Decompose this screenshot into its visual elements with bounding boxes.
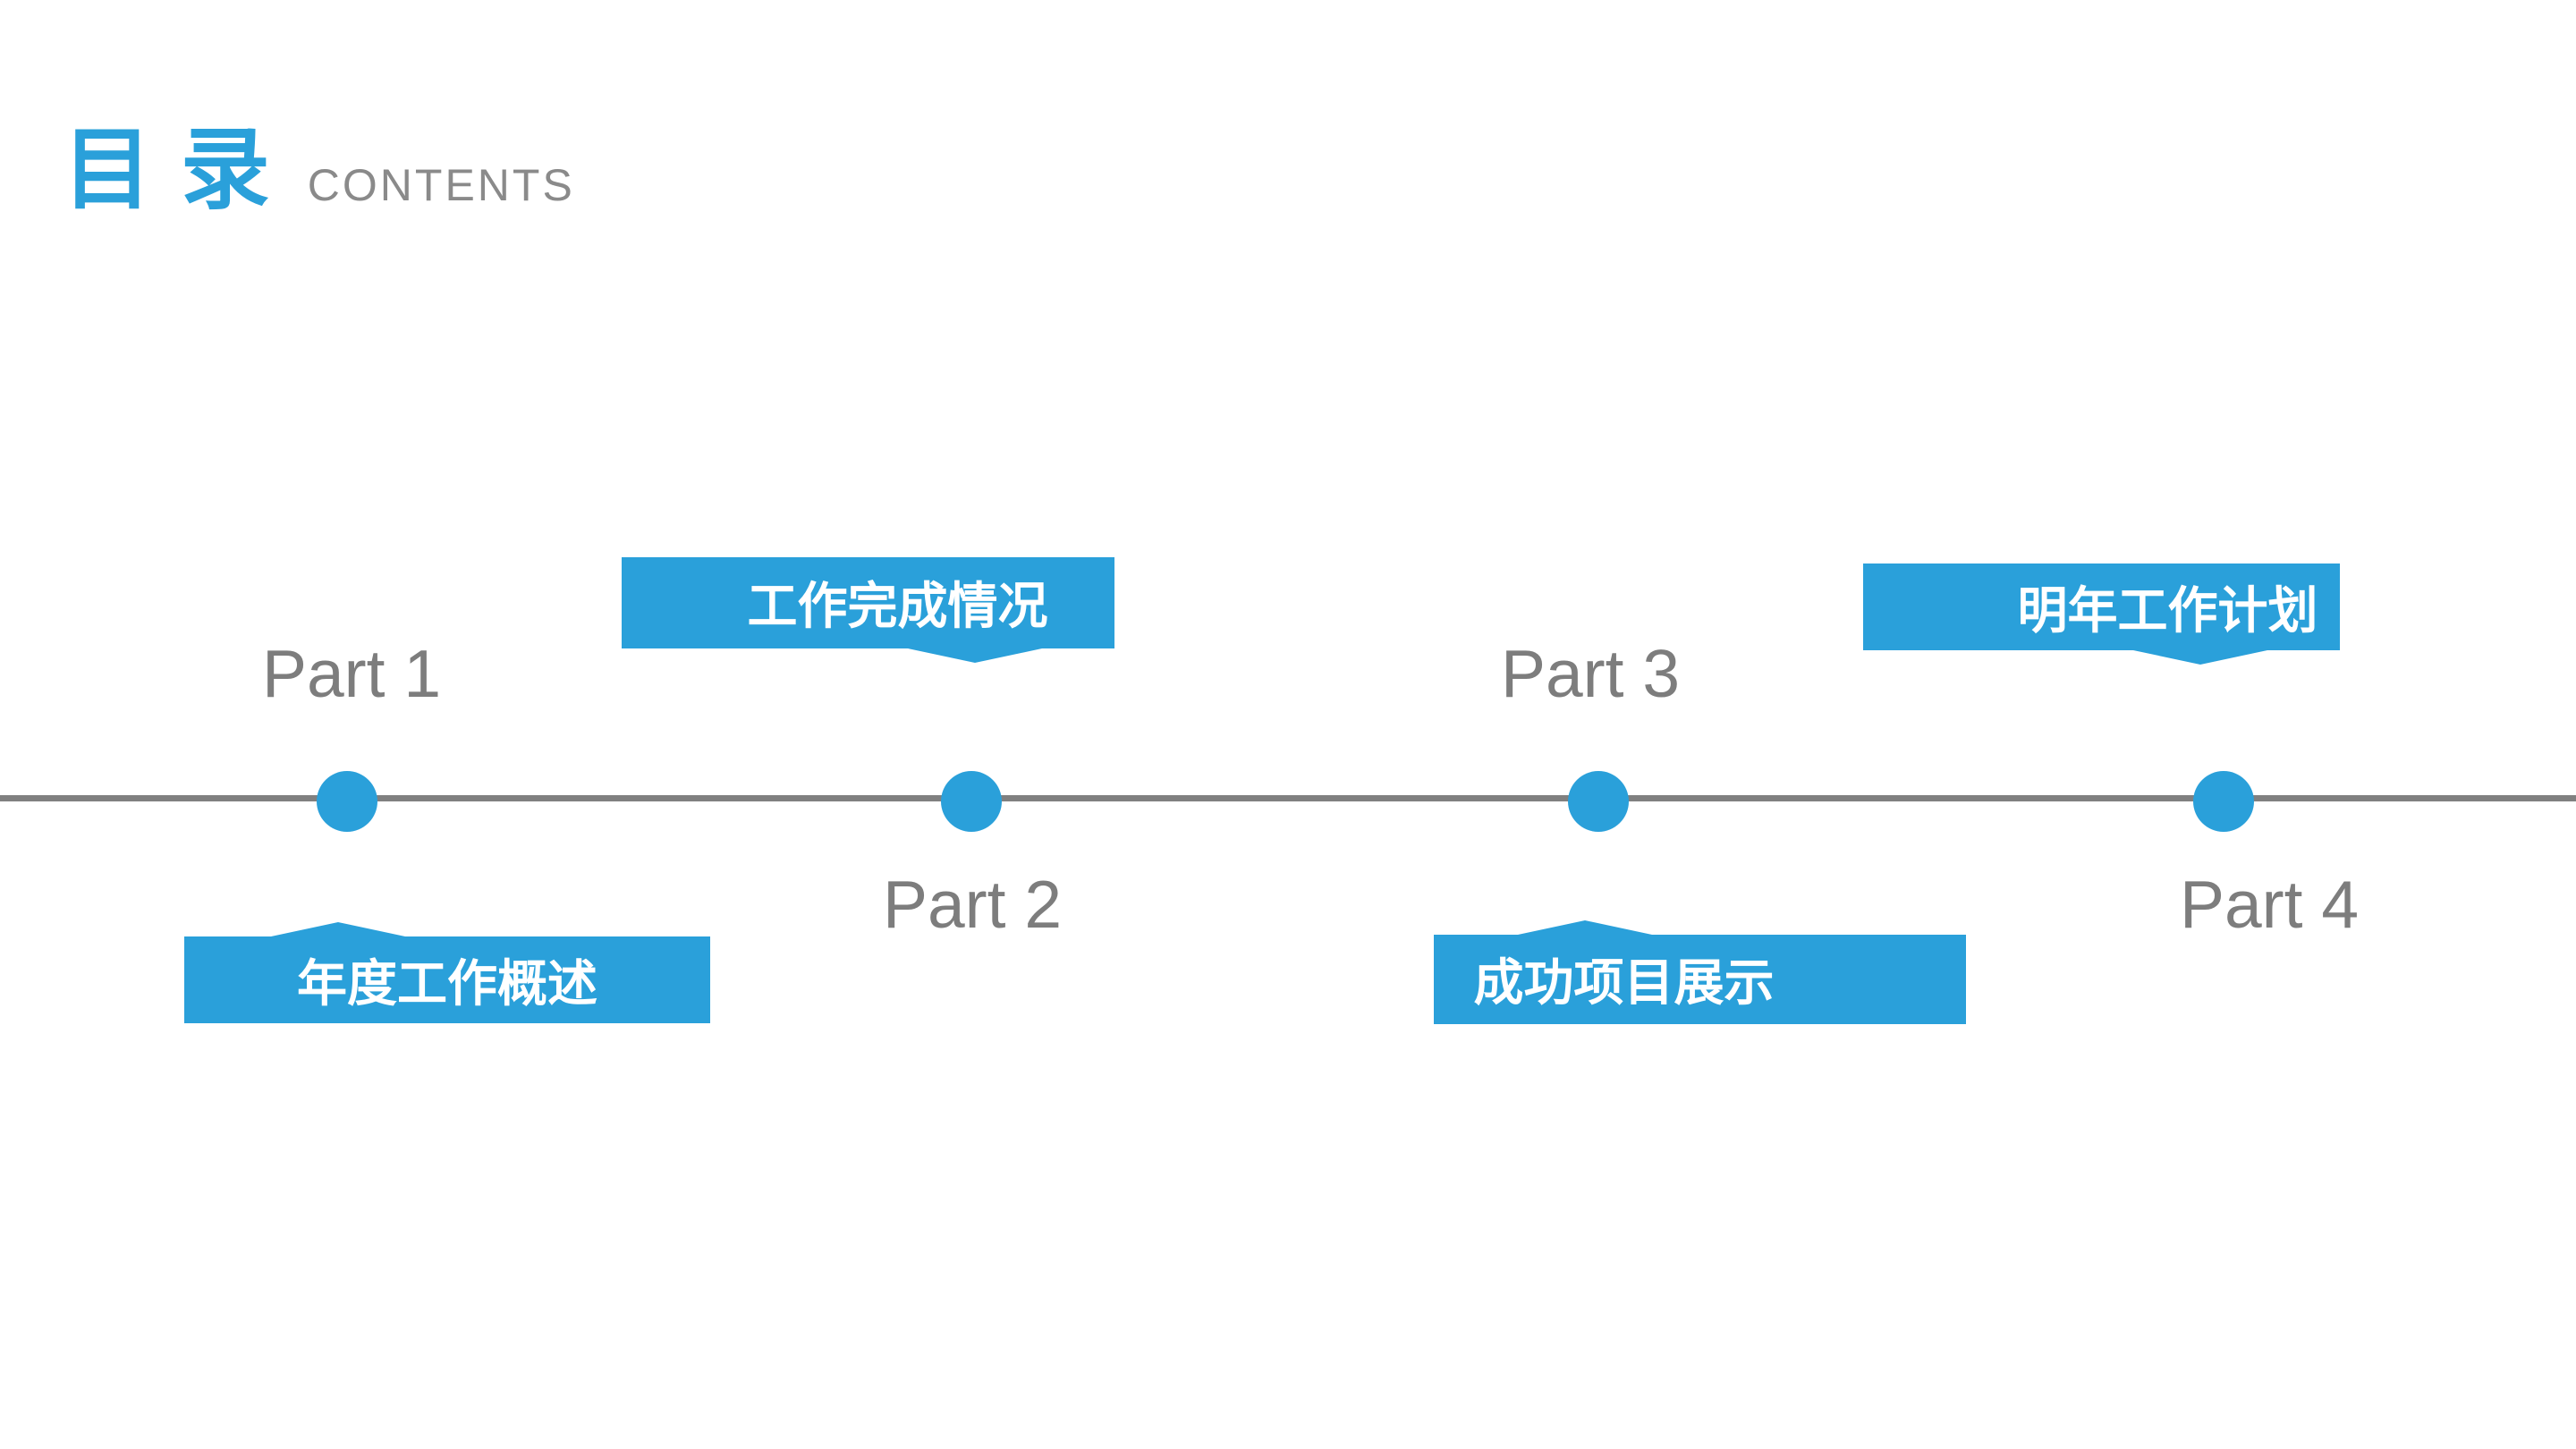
page-subtitle: CONTENTS <box>307 160 575 210</box>
topic-banner-part-4: 明年工作计划 <box>1863 564 2340 665</box>
topic-banner-part-1: 年度工作概述 <box>184 922 710 1023</box>
chevron-down-icon <box>908 648 1042 663</box>
timeline-dot-part-3 <box>1568 771 1629 832</box>
topic-banner-label: 明年工作计划 <box>2017 581 2318 639</box>
part-3-label: Part 3 <box>1500 636 1681 711</box>
timeline-dot-part-4 <box>2193 771 2254 832</box>
part-2-label: Part 2 <box>882 867 1063 942</box>
timeline-dot-part-2 <box>941 771 1002 832</box>
chevron-up-icon <box>1518 920 1652 935</box>
timeline-dot-part-1 <box>317 771 377 832</box>
topic-banner-label: 成功项目展示 <box>1473 954 1775 1011</box>
slide-header: 目 录 CONTENTS <box>63 125 575 215</box>
topic-banner-part-2: 工作完成情况 <box>622 557 1114 663</box>
timeline-line <box>0 795 2576 801</box>
topic-banner-label: 工作完成情况 <box>747 578 1048 634</box>
chevron-down-icon <box>2133 650 2267 665</box>
chevron-up-icon <box>271 922 405 936</box>
topic-banner-label: 年度工作概述 <box>297 954 597 1012</box>
page-title: 目 录 <box>63 120 272 220</box>
part-1-label: Part 1 <box>261 636 442 711</box>
topic-banner-part-3: 成功项目展示 <box>1434 920 1966 1024</box>
part-4-label: Part 4 <box>2179 867 2360 942</box>
